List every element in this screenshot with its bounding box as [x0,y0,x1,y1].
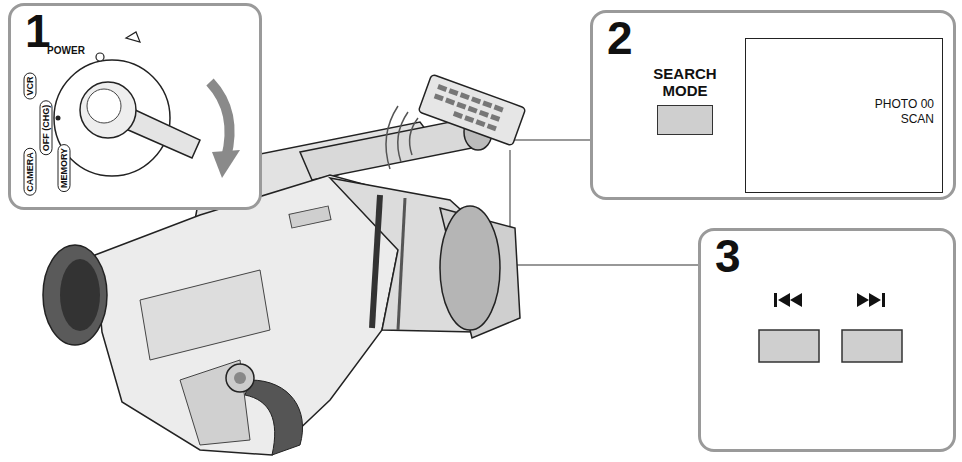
camera-body [95,175,398,455]
switch-label: CAMERA [24,148,37,196]
dial-knob [80,82,136,138]
next-button [842,330,902,362]
body-detail [180,360,250,445]
dial-index [56,116,61,121]
dial-knob-top [87,89,121,123]
step-frame: 3 [698,228,956,452]
prev-button [759,330,819,362]
switch-label: MEMORY [58,144,71,192]
button-cap [657,105,713,135]
remote-commander [418,74,526,146]
signal-arc [410,118,418,155]
lcd-screen: PHOTO 00 SCAN [745,38,943,193]
side-panel [140,270,270,360]
lens-ring [372,195,380,328]
side-detail [289,206,331,228]
switch-label: OFF (CHG) [40,101,53,156]
button-label: SEARCH MODE [645,65,725,99]
remote-button: SEARCH MODE [645,65,725,135]
power-dial-center [234,372,246,384]
lens-ring [398,198,405,330]
power-lamp [96,53,104,61]
switch-label: POWER [44,45,88,56]
step-number: 2 [607,15,633,61]
grip-strap [245,380,303,455]
power-dial [226,364,254,392]
lens-barrel [330,178,505,332]
signal-arc [386,106,398,169]
step-number: 3 [715,233,741,279]
switch-label: VCR [24,72,37,99]
signal-arc [398,112,408,162]
screen-text: PHOTO 00 SCAN [870,97,934,127]
viewfinder [300,118,482,180]
eyecup [43,245,107,345]
step-frame: 2SEARCH MODE PHOTO 00 SCAN [590,10,956,200]
eyecup-inner [60,259,100,331]
lens-front [440,206,500,330]
step-number: 1 [25,8,51,54]
